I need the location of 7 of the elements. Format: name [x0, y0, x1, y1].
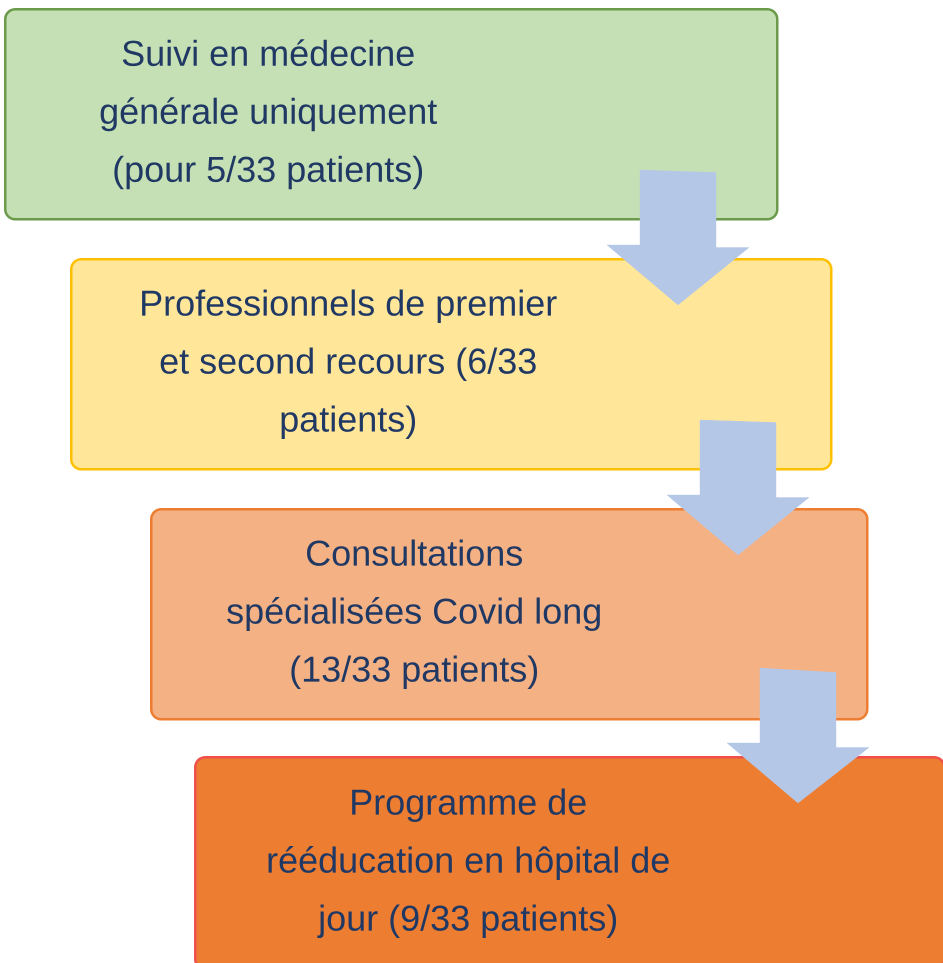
process-box: Suivi en médecine générale uniquement (pour 5/33 patients)	[4, 8, 778, 220]
block-arrow	[726, 668, 870, 804]
process-box: Professionnels de premier et second recours (6/33 patients)	[70, 258, 832, 470]
block-arrow	[606, 170, 750, 306]
block-arrow	[666, 420, 810, 556]
process-box: Programme de rééducation en hôpital de jour (9/33 patients)	[194, 756, 943, 963]
process-box: Consultations spécialisées Covid long (13/33 patients)	[150, 508, 868, 720]
